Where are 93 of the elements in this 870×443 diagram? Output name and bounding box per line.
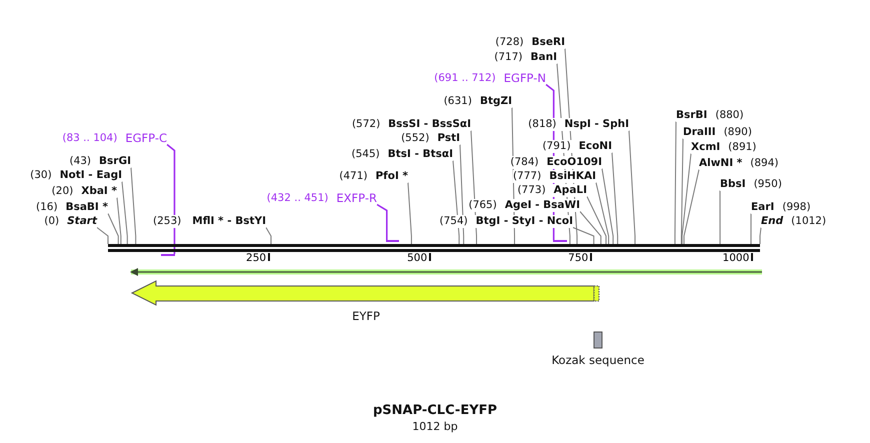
site-position: (765) — [468, 198, 497, 212]
site-position: (777) — [512, 170, 542, 182]
enzyme-name: MflI * - BstYI — [192, 214, 266, 228]
enzyme-name: BsaBI * — [66, 200, 108, 214]
enzyme-name: ApaLI — [554, 184, 587, 196]
scale-label: 1000 — [722, 252, 750, 265]
site-position: (1012) — [791, 214, 826, 228]
enzyme-name: BseRI — [532, 36, 565, 48]
site-position: (631) — [444, 94, 472, 108]
enzyme-name: BtgI - StyI - NcoI — [476, 214, 573, 228]
site-position: (471) — [339, 170, 368, 182]
enzyme-name: BtgZI — [480, 94, 512, 108]
site-position: (552) — [401, 132, 430, 144]
leader-line — [408, 182, 412, 244]
enzyme-name: NotI - EagI — [60, 168, 122, 182]
site-position: (754) — [440, 214, 468, 228]
site-position: (880) — [715, 108, 744, 122]
scale-label: 250 — [246, 252, 266, 265]
leader-line — [266, 227, 272, 244]
primer-range: (83 .. 104) — [62, 132, 118, 144]
enzyme-name: BsrGI — [99, 154, 131, 168]
leader-line — [116, 197, 122, 244]
leader-line — [580, 211, 602, 244]
leader-line — [376, 204, 388, 240]
enzyme-name: NspI - SphI — [564, 118, 629, 130]
enzyme-name: EcoNI — [578, 140, 612, 152]
leader-line — [760, 227, 762, 244]
site-position: (20) — [52, 184, 74, 198]
leader-line — [602, 168, 614, 244]
leader-line — [108, 213, 119, 244]
enzyme-name: BsrBI — [676, 108, 708, 122]
enzyme-name: BtsI - BtsαI — [388, 148, 453, 160]
site-position: (43) — [69, 154, 92, 168]
leader-line — [586, 196, 607, 244]
enzyme-name: XbaI * — [81, 184, 117, 198]
feature-label: EYFP — [352, 309, 380, 323]
site-position: (890) — [724, 126, 752, 138]
leader-line — [720, 190, 721, 244]
leader-line — [96, 227, 108, 244]
enzyme-name: Start — [67, 214, 97, 228]
enzyme-name: XcmI — [691, 140, 720, 154]
site-position: (253) — [153, 214, 182, 228]
leader-line — [166, 144, 176, 254]
dna-backbone — [108, 244, 760, 252]
site-position: (998) — [782, 200, 811, 214]
site-position: (545) — [352, 148, 380, 160]
site-position: (0) — [44, 214, 60, 228]
leader-line — [596, 182, 610, 244]
leader-line — [612, 152, 618, 244]
leader-line — [628, 130, 636, 244]
leader-line — [683, 169, 700, 244]
leader-line — [130, 167, 136, 244]
scale-label: 750 — [568, 252, 588, 265]
map-caption: 1012 bp — [412, 420, 458, 433]
enzyme-name: BsiHKAI — [549, 170, 596, 182]
leader-line — [680, 138, 684, 244]
leader-line — [750, 213, 752, 244]
primer-name: EXFP-R — [336, 192, 377, 204]
enzyme-name: AgeI - BsaWI — [504, 198, 580, 212]
site-position: (818) — [528, 118, 556, 130]
leader-line — [682, 153, 692, 244]
primer-name: EGFP-C — [125, 132, 167, 144]
enzyme-name: EcoO109I — [546, 156, 602, 168]
enzyme-name: EarI — [751, 200, 774, 214]
enzyme-name: PfoI * — [375, 170, 408, 182]
enzyme-name: DraIII — [683, 126, 716, 138]
site-position: (791) — [542, 140, 571, 152]
enzyme-name: AlwNI * — [699, 156, 742, 170]
site-position: (894) — [750, 156, 779, 170]
enzyme-name: BanI — [530, 50, 557, 64]
primer-range: (691 .. 712) — [434, 72, 496, 84]
scale-label: 500 — [407, 252, 428, 265]
site-position: (950) — [754, 178, 782, 190]
site-position: (30) — [30, 168, 52, 182]
enzyme-name: End — [761, 214, 784, 228]
primer-name: EGFP-N — [504, 72, 546, 84]
leader-line — [674, 121, 676, 244]
primer-range: (432 .. 451) — [266, 192, 328, 204]
leader-line — [572, 227, 594, 244]
site-position: (717) — [494, 50, 523, 64]
site-position: (728) — [495, 36, 524, 48]
site-position: (891) — [728, 140, 756, 154]
map-title: pSNAP-CLC-EYFP — [372, 403, 498, 418]
leader-line — [122, 181, 128, 244]
site-position: (572) — [352, 118, 380, 130]
enzyme-name: BbsI — [720, 178, 746, 190]
site-position: (16) — [36, 200, 58, 214]
site-position: (773) — [517, 184, 546, 196]
enzyme-name: PstI — [437, 132, 460, 144]
feature-label: Kozak sequence — [552, 353, 644, 367]
leader-line — [460, 144, 464, 244]
enzyme-name: BssSI - BssSαI — [388, 118, 471, 130]
site-position: (784) — [510, 156, 539, 168]
